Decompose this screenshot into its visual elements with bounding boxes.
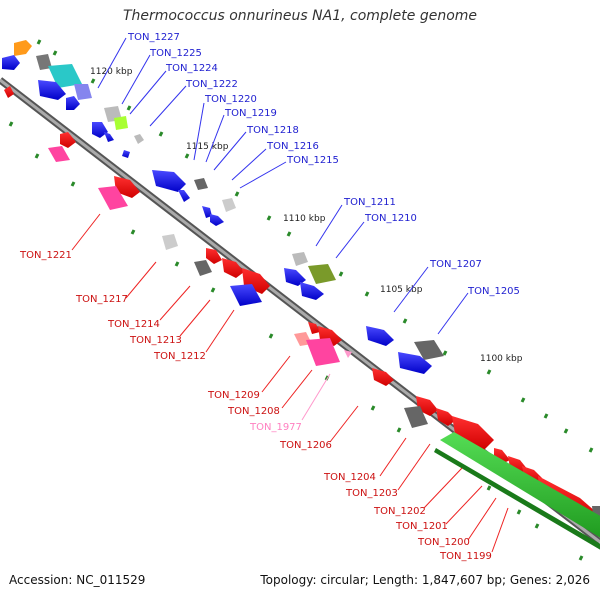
gene-label[interactable]: TON_1204 (323, 472, 376, 483)
gene-label[interactable]: TON_1210 (364, 213, 417, 224)
gene-arrow (122, 150, 130, 158)
gene-arrow (60, 132, 76, 148)
gene-label[interactable]: TON_1224 (165, 63, 218, 74)
gene-label[interactable]: TON_1202 (373, 506, 426, 517)
lower-label-leaders (71, 213, 509, 553)
gene-box (194, 260, 212, 276)
gene-arrow (308, 322, 320, 334)
gene-arrow (366, 326, 394, 346)
gene-label[interactable]: TON_1217 (75, 294, 128, 305)
gene-box (404, 406, 428, 428)
scale-label: 1110 kbp (283, 214, 326, 224)
gene-label[interactable]: TON_1221 (19, 250, 72, 261)
gene-arrow (210, 214, 224, 226)
scale-label: 1115 kbp (186, 142, 229, 152)
gene-label[interactable]: TON_1218 (246, 125, 299, 136)
gene-label[interactable]: TON_1205 (467, 286, 520, 297)
map-title: Thermococcus onnurineus NA1, complete ge… (122, 8, 478, 24)
gene-box (306, 338, 340, 366)
gene-arrow (398, 352, 432, 374)
scale-label: 1120 kbp (90, 67, 133, 77)
gene-box (74, 84, 92, 100)
gene-label[interactable]: TON_1200 (417, 537, 470, 548)
gene-arrow (114, 176, 140, 198)
accession-text: Accession: NC_011529 (9, 573, 146, 587)
pink-leader (301, 373, 331, 421)
gene-label[interactable]: TON_1213 (129, 335, 182, 346)
gene-box (114, 116, 128, 130)
scale-label: 1105 kbp (380, 285, 423, 295)
gene-label[interactable]: TON_1207 (429, 259, 482, 270)
gene-label[interactable]: TON_1209 (207, 390, 260, 401)
gene-box (292, 252, 308, 266)
gene-label[interactable]: TON_1220 (204, 94, 257, 105)
gene-label[interactable]: TON_1206 (279, 440, 332, 451)
gene-label[interactable]: TON_1977 (249, 422, 302, 433)
gene-label[interactable]: TON_1208 (227, 406, 280, 417)
gene-box (230, 284, 262, 306)
scale-labels: 1120 kbp 1115 kbp 1110 kbp 1105 kbp 1100… (90, 67, 523, 364)
gene-arrow (104, 132, 114, 142)
gene-label[interactable]: TON_1212 (153, 351, 206, 362)
gene-label[interactable]: TON_1227 (127, 32, 180, 43)
gene-bar (434, 448, 600, 550)
gene-label[interactable]: TON_1215 (286, 155, 339, 166)
lower-gene-features (4, 86, 600, 550)
gene-box (48, 146, 70, 162)
upper-label-leaders (97, 37, 469, 335)
gene-arrow (4, 86, 14, 98)
gene-arrow (522, 466, 542, 484)
gene-label[interactable]: TON_1199 (439, 551, 492, 562)
gene-label[interactable]: TON_1211 (343, 197, 396, 208)
gene-arrow (134, 134, 144, 144)
topology-text: Topology: circular; Length: 1,847,607 bp… (260, 573, 590, 587)
gene-label[interactable]: TON_1225 (149, 48, 202, 59)
gene-arrow (222, 258, 244, 278)
gene-arrow (436, 408, 456, 426)
gene-box (98, 186, 128, 210)
lower-labels: TON_1221 TON_1217 TON_1214 TON_1213 TON_… (19, 250, 492, 562)
gene-arrow (344, 350, 352, 358)
gene-arrow (300, 282, 324, 300)
gene-label[interactable]: TON_1214 (107, 319, 160, 330)
gene-bar (440, 432, 600, 538)
gene-box (222, 198, 236, 212)
gene-label[interactable]: TON_1203 (345, 488, 398, 499)
gene-box (414, 340, 444, 360)
gene-box (194, 178, 208, 190)
upper-gene-features (2, 40, 444, 374)
gene-arrow (178, 190, 190, 202)
upper-labels: TON_1227 TON_1225 TON_1224 TON_1222 TON_… (127, 32, 520, 297)
gene-label[interactable]: TON_1201 (395, 521, 448, 532)
gene-arrow (14, 40, 32, 56)
gene-arrow (206, 248, 222, 264)
gene-arrow (92, 122, 108, 138)
gene-arrow (202, 206, 212, 218)
gene-arrow (284, 268, 306, 286)
gene-label[interactable]: TON_1219 (224, 108, 277, 119)
gene-label[interactable]: TON_1222 (185, 79, 238, 90)
gene-label[interactable]: TON_1216 (266, 141, 319, 152)
gene-box (48, 64, 82, 88)
gene-arrow (38, 80, 66, 100)
gene-arrow (372, 368, 394, 386)
scale-label: 1100 kbp (480, 354, 523, 364)
gene-arrow (152, 170, 186, 192)
gene-box (308, 264, 336, 284)
ruler-ticks (8, 39, 594, 561)
gene-arrow (66, 96, 80, 110)
gene-box (162, 234, 178, 250)
gene-arrow (2, 55, 20, 70)
